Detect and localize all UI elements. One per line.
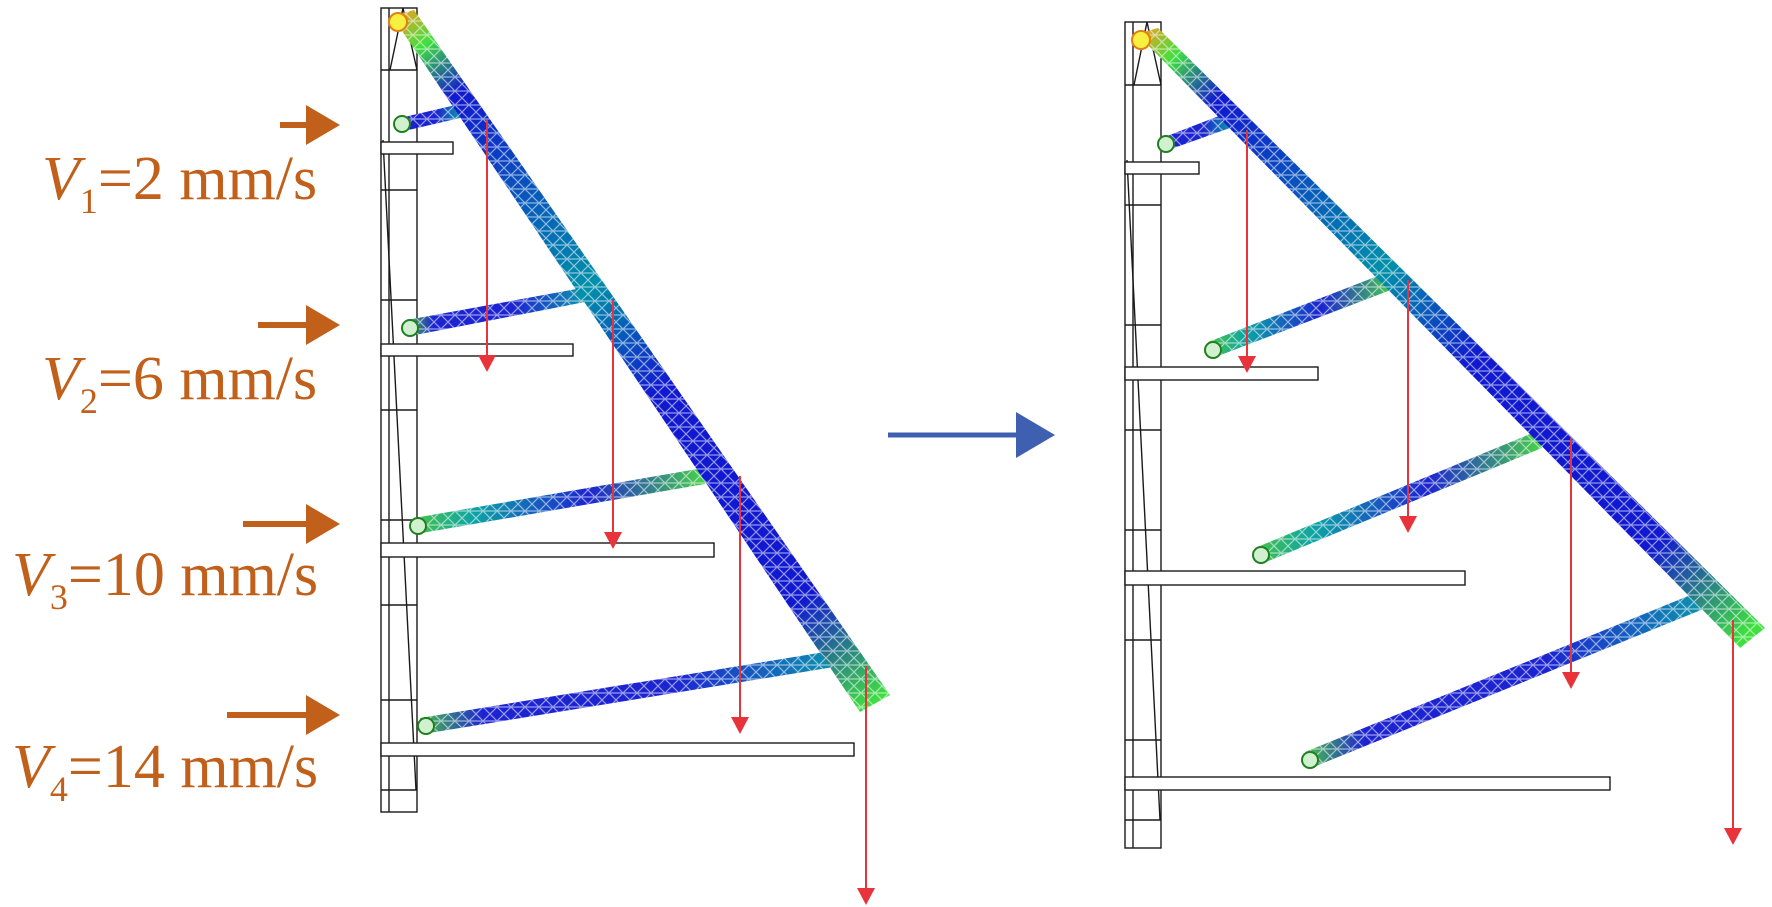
left-boom — [392, 10, 890, 712]
velocity-label-2: V2=6 mm/s — [42, 345, 318, 421]
right-arms — [1162, 114, 1706, 766]
right-mast — [1124, 21, 1162, 849]
right-joint-3 — [1252, 546, 1270, 564]
right-platforms — [1124, 161, 1611, 791]
right-platform-1 — [1124, 161, 1200, 175]
left-platform-2 — [380, 343, 574, 357]
left-load-arrow-3 — [731, 717, 749, 734]
left-load-arrow-4 — [857, 888, 875, 905]
left-joint-4 — [417, 717, 435, 735]
left-joint-1 — [393, 115, 411, 133]
right-joint-2 — [1204, 341, 1222, 359]
right-load-arrow-1 — [1238, 356, 1256, 373]
right-top-joint — [1131, 30, 1151, 50]
right-platform-3 — [1124, 570, 1466, 586]
right-platform-2 — [1124, 366, 1319, 381]
left-load-arrow-2 — [604, 532, 622, 549]
right-boom — [1137, 28, 1765, 648]
left-joints — [388, 12, 435, 735]
right-joint-1 — [1157, 135, 1175, 153]
left-platform-4 — [380, 742, 855, 757]
velocity-label-4: V4=14 mm/s — [12, 733, 319, 809]
left-mechanism — [380, 7, 890, 905]
left-platform-3 — [380, 542, 715, 558]
left-load-arrow-1 — [478, 355, 496, 372]
left-load-arrows — [478, 120, 875, 905]
right-load-arrow-3 — [1562, 672, 1580, 689]
transition-arrow — [888, 412, 1055, 458]
left-joint-3 — [409, 517, 427, 535]
velocity-arrowhead-1 — [306, 105, 340, 145]
velocity-label-1: V1=2 mm/s — [42, 145, 318, 221]
right-joints — [1131, 30, 1319, 769]
right-joint-4 — [1301, 751, 1319, 769]
right-platform-4 — [1124, 776, 1611, 791]
right-load-arrow-2 — [1399, 516, 1417, 533]
velocity-arrowhead-3 — [306, 504, 340, 544]
velocity-label-3: V3=10 mm/s — [12, 541, 319, 617]
right-load-arrows — [1238, 130, 1742, 845]
left-platform-1 — [380, 141, 454, 155]
left-top-joint — [388, 12, 408, 32]
right-mechanism — [1124, 21, 1765, 849]
left-arms — [400, 104, 840, 734]
right-load-arrow-4 — [1724, 828, 1742, 845]
velocity-arrows — [227, 105, 340, 735]
left-platforms — [380, 141, 855, 757]
velocity-arrowhead-4 — [306, 695, 340, 735]
velocity-arrowhead-2 — [306, 305, 340, 345]
left-joint-2 — [401, 319, 419, 337]
